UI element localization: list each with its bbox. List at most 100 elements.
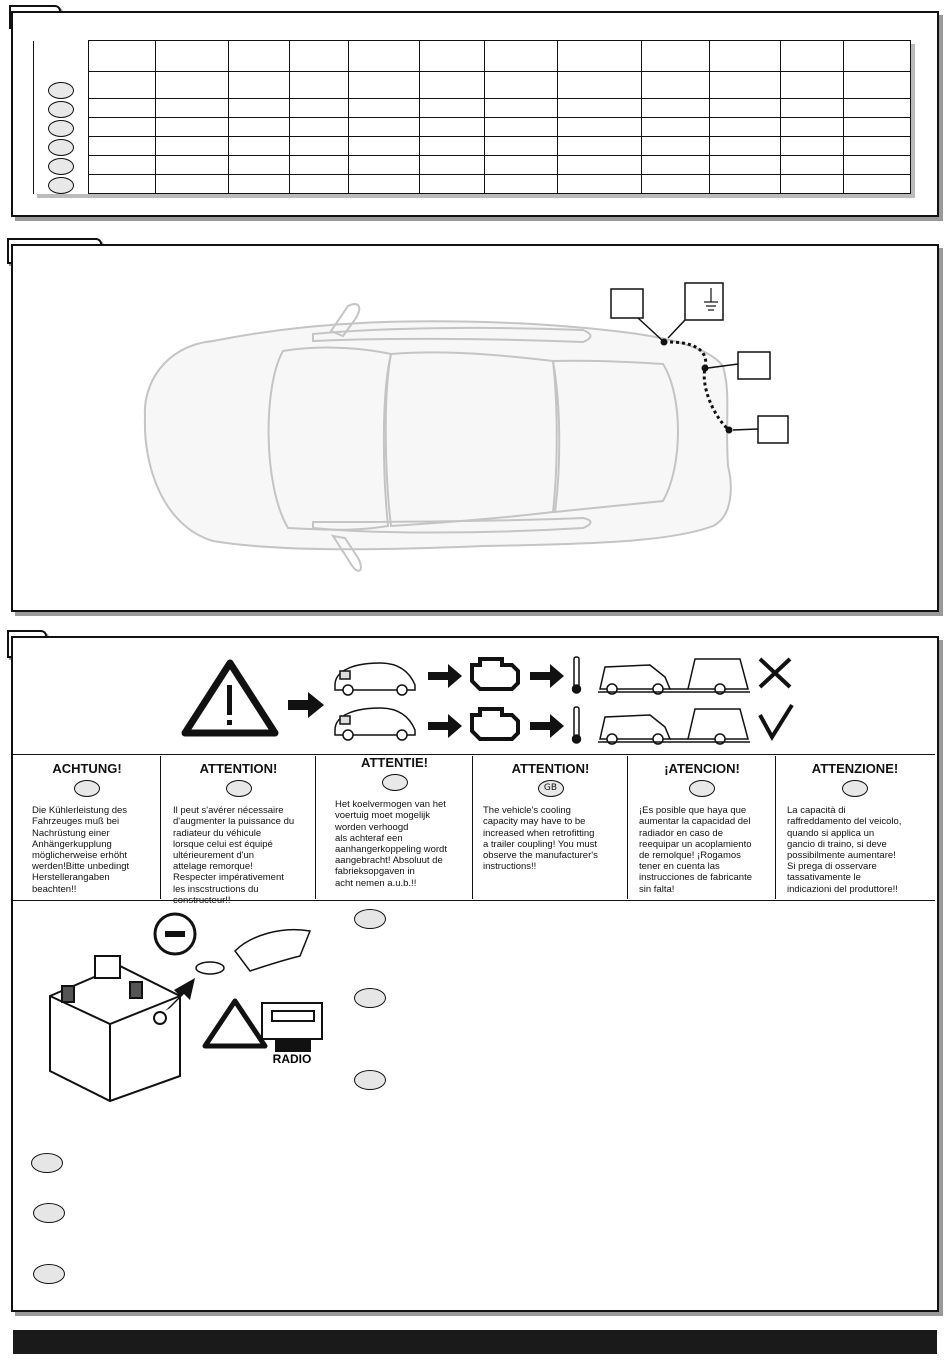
table-cell (484, 136, 558, 156)
table-cell (33, 136, 89, 156)
table-cell (557, 136, 642, 156)
table-row (33, 71, 911, 99)
table-cell (289, 174, 349, 194)
language-oval (48, 157, 74, 175)
connector-label-box (610, 288, 644, 319)
table-cell (419, 98, 485, 118)
table-cell (557, 174, 642, 194)
ground-icon (704, 288, 718, 311)
table-cell (289, 136, 349, 156)
table-cell (228, 155, 290, 175)
table-cell (228, 117, 290, 137)
vehicle-table (33, 40, 911, 194)
table-cell (843, 117, 911, 137)
warning-text: Het koelvermogen van het voertuig moet m… (335, 799, 447, 889)
table-cell (155, 136, 229, 156)
table-cell (641, 174, 710, 194)
engine-icon (470, 657, 520, 741)
car-with-caravan-icon (598, 658, 750, 745)
table-cell (155, 117, 229, 137)
language-oval (48, 138, 74, 156)
table-cell (88, 40, 156, 72)
table-cell (843, 40, 911, 72)
table-cell (348, 174, 420, 194)
arrow-icon (288, 692, 324, 718)
country-flag-oval (74, 780, 100, 798)
table-cell (780, 174, 844, 194)
table-cell (843, 136, 911, 156)
arrow-icon (165, 978, 195, 1011)
country-flag-oval (689, 780, 715, 798)
warning-title: ACHTUNG! (52, 761, 122, 776)
table-cell (843, 174, 911, 194)
table-cell (557, 71, 642, 99)
table-cell (780, 136, 844, 156)
table-row (33, 117, 911, 137)
table-cell (709, 136, 781, 156)
table-cell (484, 71, 558, 99)
table-cell (348, 71, 420, 99)
language-oval (48, 119, 74, 137)
warning-title: ¡ATENCION! (664, 761, 740, 776)
table-cell (419, 136, 485, 156)
table-cell (228, 98, 290, 118)
table-header-row (33, 40, 911, 72)
table-cell (843, 71, 911, 99)
table-cell (641, 117, 710, 137)
table-cell (33, 155, 89, 175)
table-cell (419, 174, 485, 194)
table-cell (709, 117, 781, 137)
wire-point (725, 426, 733, 434)
wire-point (701, 364, 709, 372)
section-3-frame (11, 636, 939, 1312)
table-cell (557, 98, 642, 118)
table-cell (33, 117, 89, 137)
warning-title: ATTENZIONE! (811, 761, 899, 776)
language-oval (48, 100, 74, 118)
table-cell (780, 71, 844, 99)
language-oval (354, 988, 386, 1008)
checkmark-icon (758, 703, 794, 741)
warning-column-de: ACHTUNG! Die Kühlerleistung des Fahrzeug… (14, 761, 160, 898)
table-cell (33, 98, 89, 118)
table-cell (709, 40, 781, 72)
divider (315, 756, 316, 899)
table-cell (780, 155, 844, 175)
wiring-harness-path (663, 340, 731, 432)
language-oval (33, 1264, 65, 1284)
table-cell (348, 117, 420, 137)
table-cell (348, 40, 420, 72)
table-cell (289, 117, 349, 137)
cooling-warning-illustration (181, 656, 794, 745)
table-cell (641, 98, 710, 118)
warning-column-fr: ATTENTION! Il peut s'avérer nécessaire d… (162, 761, 315, 906)
divider (13, 900, 935, 901)
battery-disconnect-illustration: RADIO (49, 912, 323, 1103)
table-cell (780, 98, 844, 118)
table-cell (155, 155, 229, 175)
table-cell (228, 136, 290, 156)
radio-label: RADIO (273, 1052, 312, 1066)
table-cell (557, 40, 642, 72)
language-oval (354, 1070, 386, 1090)
country-code: GB (543, 783, 558, 794)
table-cell (484, 174, 558, 194)
footer-bar (13, 1330, 937, 1354)
warning-title: ATTENTION! (199, 761, 278, 776)
car-wiring-diagram (143, 282, 789, 572)
table-cell (484, 117, 558, 137)
table-row (33, 98, 911, 118)
warning-title: ATTENTION! (511, 761, 590, 776)
table-cell (228, 40, 290, 72)
table-cell (843, 155, 911, 175)
table-cell (88, 117, 156, 137)
table-cell (88, 155, 156, 175)
warning-column-nl: ATTENTIE! Het koelvermogen van het voert… (317, 756, 472, 892)
divider (160, 756, 161, 899)
minus-icon (153, 912, 197, 956)
table-cell (557, 117, 642, 137)
table-cell (709, 174, 781, 194)
warning-triangle-icon (181, 659, 279, 737)
table-cell (88, 136, 156, 156)
warning-text: Die Kühlerleistung des Fahrzeuges muß be… (32, 805, 130, 895)
